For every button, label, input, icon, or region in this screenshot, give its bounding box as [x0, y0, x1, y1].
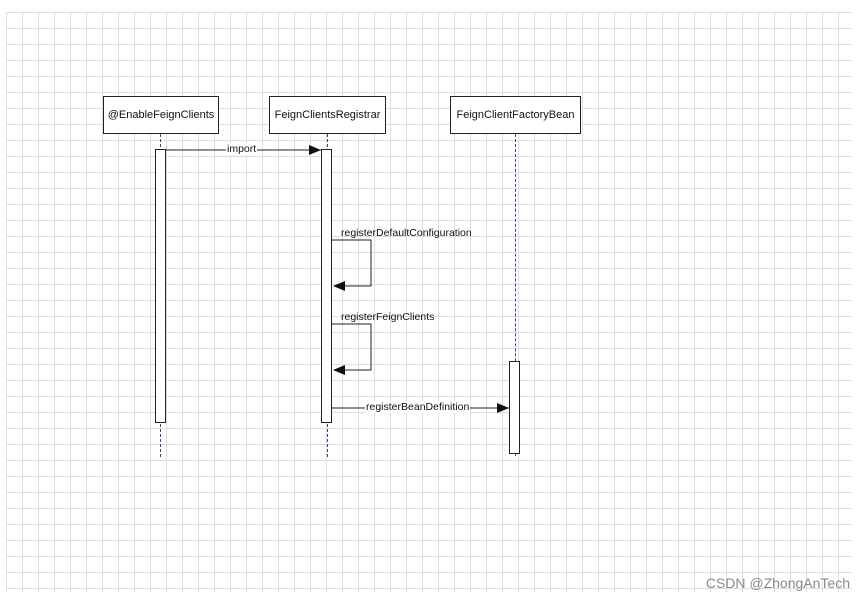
message-label-register-bean-definition: registerBeanDefinition	[365, 401, 471, 413]
message-label-import: import	[226, 143, 258, 155]
participant-label: FeignClientsRegistrar	[274, 109, 381, 121]
message-label-register-feign-clients: registerFeignClients	[341, 311, 435, 323]
watermark: CSDN @ZhongAnTech	[705, 575, 850, 591]
participant-feign-client-factory-bean: FeignClientFactoryBean	[450, 96, 581, 134]
participant-feign-clients-registrar: FeignClientsRegistrar	[269, 96, 386, 134]
activation-enable-feign-clients	[155, 149, 166, 423]
participant-label: @EnableFeignClients	[107, 109, 215, 121]
activation-feign-clients-registrar	[321, 149, 332, 423]
lifeline-feign-client-factory-bean	[515, 134, 516, 456]
activation-feign-client-factory-bean	[509, 361, 520, 454]
participant-label: FeignClientFactoryBean	[456, 109, 575, 121]
message-label-register-default-configuration: registerDefaultConfiguration	[341, 227, 472, 239]
participant-enable-feign-clients: @EnableFeignClients	[103, 96, 219, 134]
